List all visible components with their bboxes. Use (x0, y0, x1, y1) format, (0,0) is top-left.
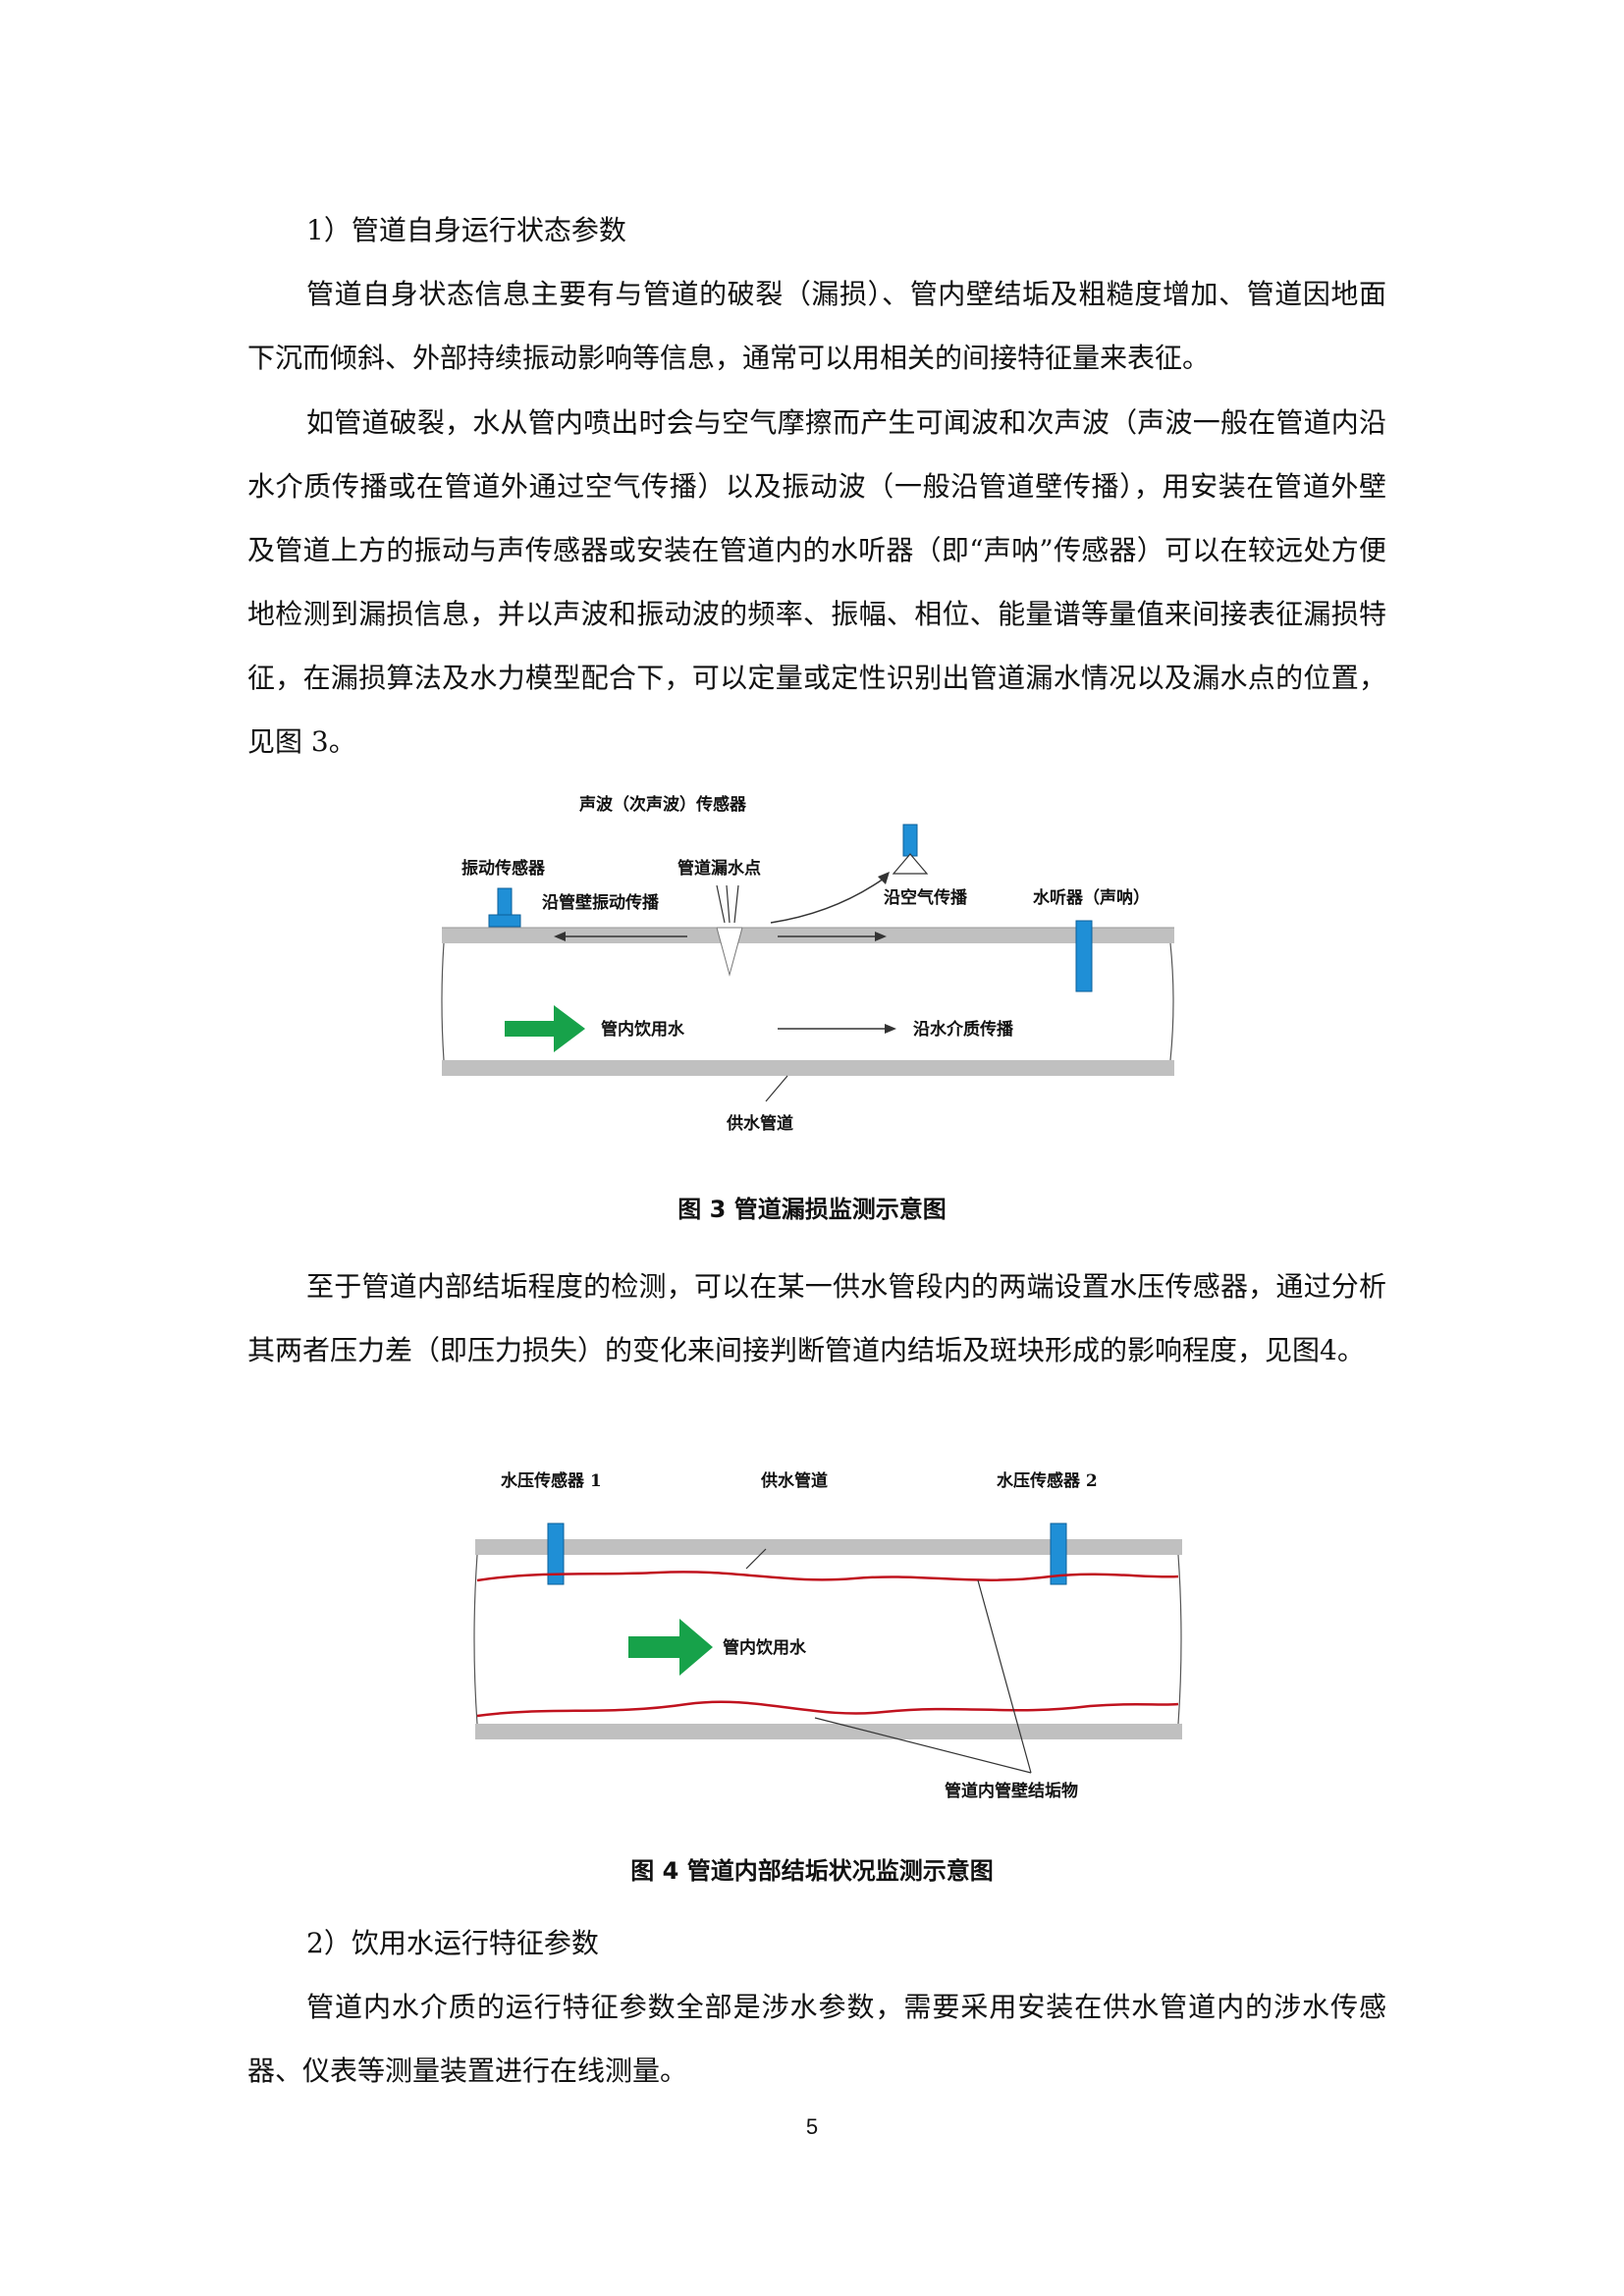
leak-crack-icon (716, 927, 743, 977)
label-pipe: 供水管道 (726, 1113, 793, 1134)
paragraph-3: 至于管道内部结垢程度的检测，可以在某一供水管段内的两端设置水压传感器，通过分析其… (247, 1270, 1386, 1366)
figure-3-leak-monitoring-diagram: 声波（次声波）传感器 沿空气传播 管道漏水点 振动传感器 沿管壁振动传播 水听器… (441, 794, 1174, 1134)
label-sound-sensor: 声波（次声波）传感器 (578, 794, 747, 815)
pipe-bottom-wall (475, 1724, 1182, 1739)
label-wall-vibration: 沿管壁振动传播 (542, 892, 660, 913)
label-hydrophone: 水听器（声呐） (1033, 887, 1150, 908)
flow-arrow-icon (505, 1005, 585, 1052)
pressure-sensor-1-icon (547, 1522, 565, 1585)
paragraph-4: 管道内水介质的运行特征参数全部是涉水参数，需要采用安装在供水管道内的涉水传感器、… (247, 1991, 1386, 2087)
label-vibration-sensor: 振动传感器 (461, 858, 546, 879)
sound-sensor-icon (902, 824, 918, 857)
scale-line-top (476, 1571, 1179, 1582)
figure-3-caption: 图 3 管道漏损监测示意图 (677, 1196, 947, 1223)
section-heading-1: 1）管道自身运行状态参数 (306, 214, 626, 246)
pressure-sensor-2-icon (1050, 1522, 1067, 1585)
page-number: 5 (805, 2114, 819, 2139)
section-heading-2: 2）饮用水运行特征参数 (306, 1927, 599, 1959)
paragraph-1: 管道自身状态信息主要有与管道的破裂（漏损）、管内壁结垢及粗糙度增加、管道因地面下… (247, 278, 1386, 374)
figure-4-caption: 图 4 管道内部结垢状况监测示意图 (630, 1857, 994, 1885)
label-scale: 管道内管壁结垢物 (945, 1781, 1078, 1801)
label-water-medium: 沿水介质传播 (913, 1019, 1014, 1040)
hydrophone-icon (1075, 920, 1093, 992)
label-pipe: 供水管道 (760, 1470, 828, 1491)
label-pressure-sensor-2: 水压传感器 2 (997, 1470, 1098, 1491)
pipe-bottom-wall (442, 1060, 1174, 1076)
label-drinking-water: 管内饮用水 (601, 1019, 685, 1040)
pipe-top-wall (442, 928, 1174, 943)
label-drinking-water: 管内饮用水 (723, 1637, 807, 1658)
pipe-top-wall (475, 1539, 1182, 1555)
scale-line-bottom (476, 1700, 1179, 1718)
paragraph-2: 如管道破裂，水从管内喷出时会与空气摩擦而产生可闻波和次声波（声波一般在管道内沿水… (247, 406, 1386, 758)
sound-sensor-cone-icon (892, 853, 929, 875)
label-air-propagation: 沿空气传播 (884, 887, 968, 908)
vibration-sensor-base-icon (488, 914, 521, 928)
flow-arrow-icon (628, 1619, 713, 1676)
figure-4-scale-monitoring-diagram: 水压传感器 1 供水管道 水压传感器 2 管内饮用水 管道内管壁结垢物 (473, 1470, 1182, 1801)
label-leak-point: 管道漏水点 (677, 858, 761, 879)
label-pressure-sensor-1: 水压传感器 1 (501, 1470, 602, 1491)
vibration-sensor-icon (497, 887, 513, 917)
